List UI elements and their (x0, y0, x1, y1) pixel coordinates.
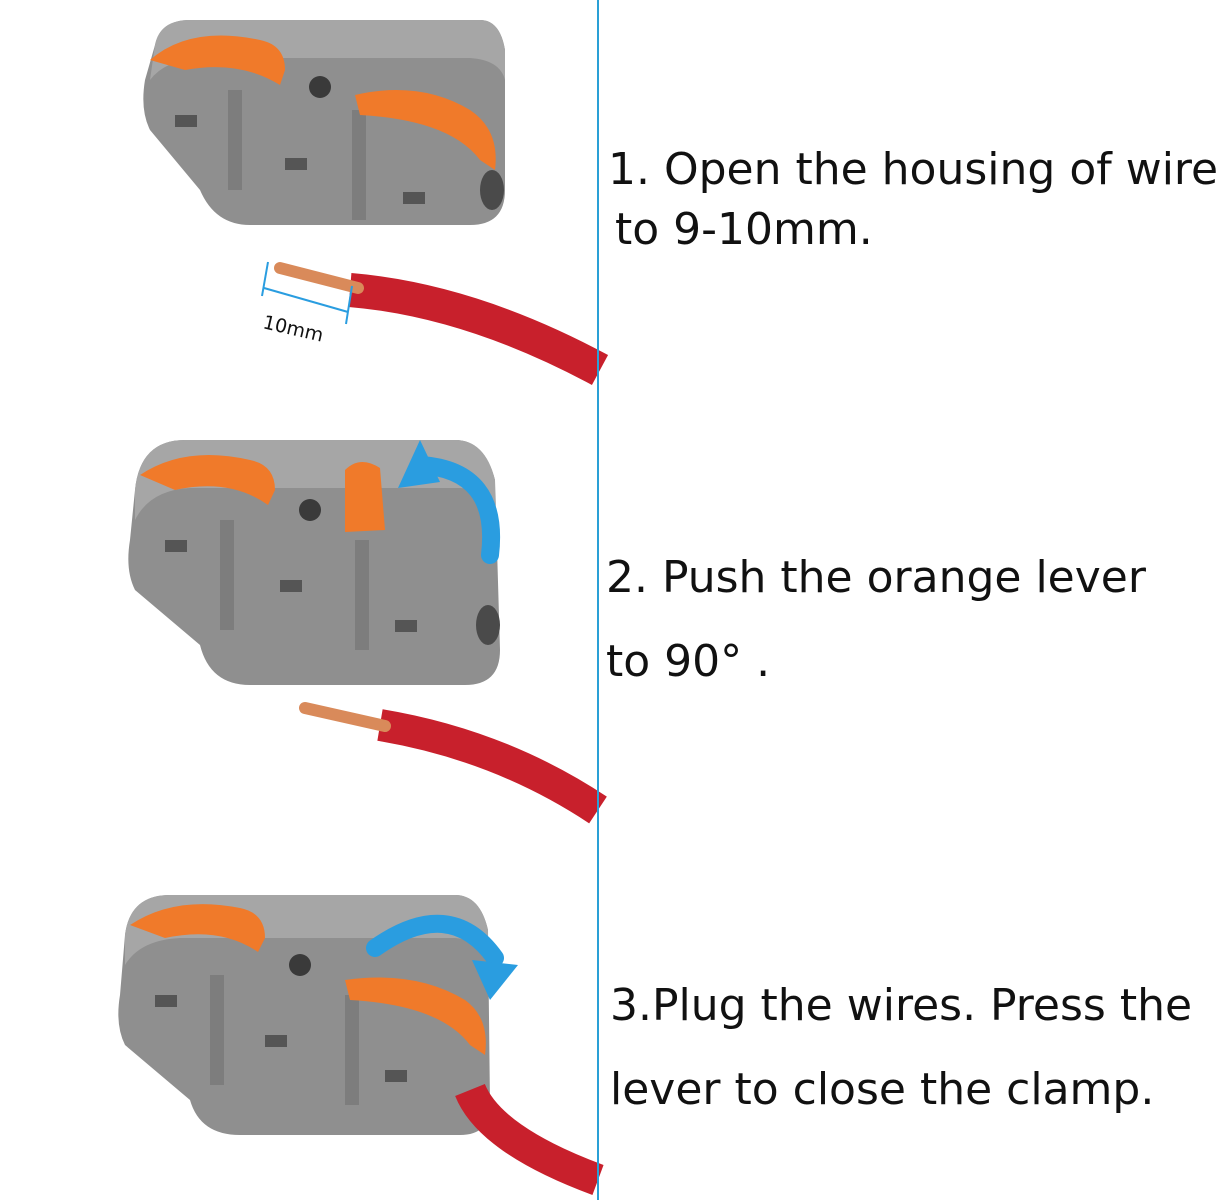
orange-lever (355, 90, 496, 170)
step-1-line-2: to 9-10mm. (615, 204, 873, 255)
rotation-arrow (366, 914, 518, 1000)
step-1-illustration: 10mm (0, 0, 609, 400)
step-2-line-2: to 90° . (606, 636, 771, 687)
rotation-arrow (398, 440, 501, 564)
step-1-svg: 10mm (143, 20, 609, 385)
orange-lever (140, 455, 275, 505)
wire-connector (143, 20, 506, 225)
step-3-line-1: 3.Plug the wires. Press the (610, 980, 1193, 1031)
step-2-line-1: 2. Push the orange lever (606, 552, 1146, 603)
orange-lever (345, 977, 486, 1055)
step-2-illustration (0, 400, 607, 824)
measurement-label: 10mm (261, 311, 326, 346)
orange-lever (130, 904, 265, 952)
wire-connector (118, 895, 490, 1135)
inserted-wire (455, 1083, 604, 1196)
orange-lever (150, 35, 285, 85)
stripped-wire (299, 702, 607, 824)
panel-divider (597, 0, 599, 1200)
step-1-line-1: 1. Open the housing of wire (608, 144, 1218, 195)
step-2-svg (128, 440, 607, 824)
step-3-svg (118, 895, 604, 1196)
orange-lever (345, 461, 385, 532)
stripped-wire (274, 262, 609, 385)
step-3-line-2: lever to close the clamp. (610, 1064, 1155, 1115)
photo-panel: 10mm (0, 0, 609, 1200)
step-3-illustration (0, 800, 604, 1200)
